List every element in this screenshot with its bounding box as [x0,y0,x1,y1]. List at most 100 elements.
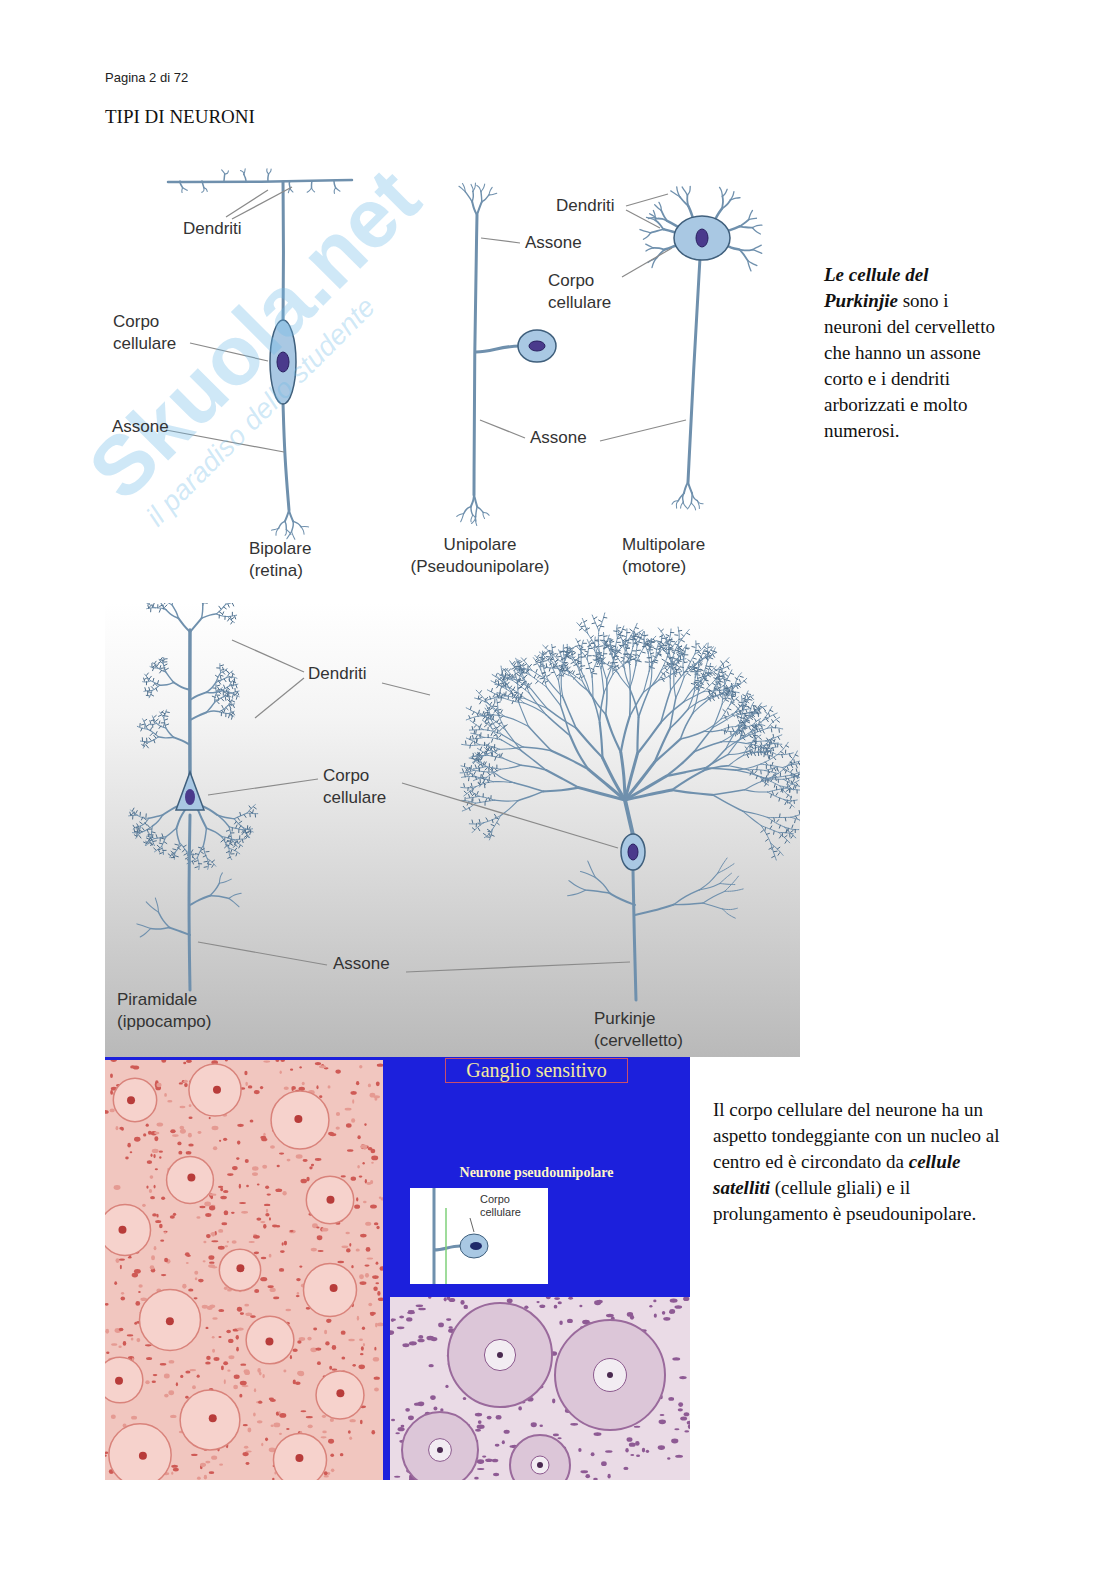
neuron-process [500,677,509,688]
dendritic-spine [573,664,577,665]
dendritic-spine [162,712,165,714]
dendritic-spine [136,810,138,814]
dendritic-spine [523,664,526,666]
dendritic-spine [226,688,227,692]
dendritic-spine [478,759,479,763]
neuron-process [599,613,605,631]
neuron-process [465,192,472,202]
dendritic-spine [619,632,622,634]
dendritic-spine [670,644,673,647]
dendritic-spine [492,716,494,720]
neuron-process [722,687,735,704]
dendritic-spine [238,840,241,843]
dendritic-spine [472,828,475,831]
neuron-process [166,728,174,738]
dendritic-spine [494,773,495,777]
dendritic-spine [568,667,571,670]
dendritic-spine [718,688,721,691]
neuron-process [653,248,664,250]
dendritic-spine [703,653,707,654]
neuron-process [267,174,269,181]
dendritic-spine [139,822,142,824]
dendritic-spine [688,660,691,662]
dendritic-spine [566,664,569,667]
dendritic-spine [544,652,548,654]
dendritic-spine [582,649,586,650]
neuron-process [661,210,667,221]
dendritic-spine [498,723,502,724]
dendritic-spine [743,727,747,729]
neuron-process [587,640,594,651]
dendritic-spine [473,753,474,757]
dendritic-spine [164,664,168,666]
neuron-process [487,769,501,777]
dendritic-spine [598,620,602,622]
neuron-process [178,618,190,632]
dendritic-spine [166,711,170,713]
dendritic-spine [777,743,778,747]
dendritic-spine [163,661,167,662]
dendritic-spine [703,673,705,676]
dendritic-spine [662,659,665,661]
dendritic-spine [727,711,728,715]
dendritic-spine [216,695,220,696]
neuron-process [206,828,221,837]
dendritic-spine [632,650,636,651]
dendritic-spine [588,662,592,664]
neuron-process [734,730,743,731]
dendritic-spine [705,680,709,681]
neuron-process [646,248,653,251]
dendritic-spine [720,692,724,693]
neuron-process [661,661,675,670]
dendritic-spine [485,798,487,802]
neuron-process [140,929,150,938]
dendritic-spine [198,847,202,848]
dendritic-spine [661,671,664,674]
dendritic-spine [154,661,156,664]
neuron-process [219,706,227,712]
dendritic-spine [498,681,499,685]
neuron-process [269,169,272,174]
dendritic-spine [483,782,486,785]
dendritic-spine [617,627,621,629]
neuron-process [503,758,521,765]
dendritic-spine [212,864,214,867]
neuron-process [633,633,640,646]
dendritic-spine [549,668,550,672]
neuron-process [588,634,600,652]
dendritic-spine [255,813,256,817]
dendritic-spine [195,853,199,854]
dendritic-spine [549,663,552,665]
dendritic-spine [680,656,681,660]
dendritic-spine [146,673,148,676]
dendritic-spine [144,742,145,746]
dendritic-spine [153,848,156,851]
neuron-process [267,169,269,174]
dendritic-spine [151,686,154,689]
dendritic-spine [613,630,617,632]
dendritic-spine [471,741,473,744]
dendritic-spine [497,726,500,729]
dendritic-spine [164,719,168,720]
dendritic-spine [240,812,241,816]
dendritic-spine [149,837,151,841]
dendritic-spine [183,845,186,847]
dendritic-spine [579,628,582,630]
dendritic-spine [222,672,225,675]
dendritic-spine [238,817,240,820]
dendritic-spine [572,653,575,655]
dendritic-spine [726,685,728,688]
dendritic-spine [635,634,639,636]
neuron-process [659,202,661,210]
dendritic-spine [611,649,615,651]
neuron-process [466,708,482,716]
neuron-process [509,688,525,699]
dendritic-spine [719,671,723,673]
dendritic-spine [479,752,480,756]
dendritic-spine [171,851,174,853]
neuron-process [687,186,690,195]
dendritic-spine [713,651,717,652]
dendritic-spine [184,853,188,855]
dendritic-spine [160,838,161,842]
dendritic-spine [667,648,671,650]
